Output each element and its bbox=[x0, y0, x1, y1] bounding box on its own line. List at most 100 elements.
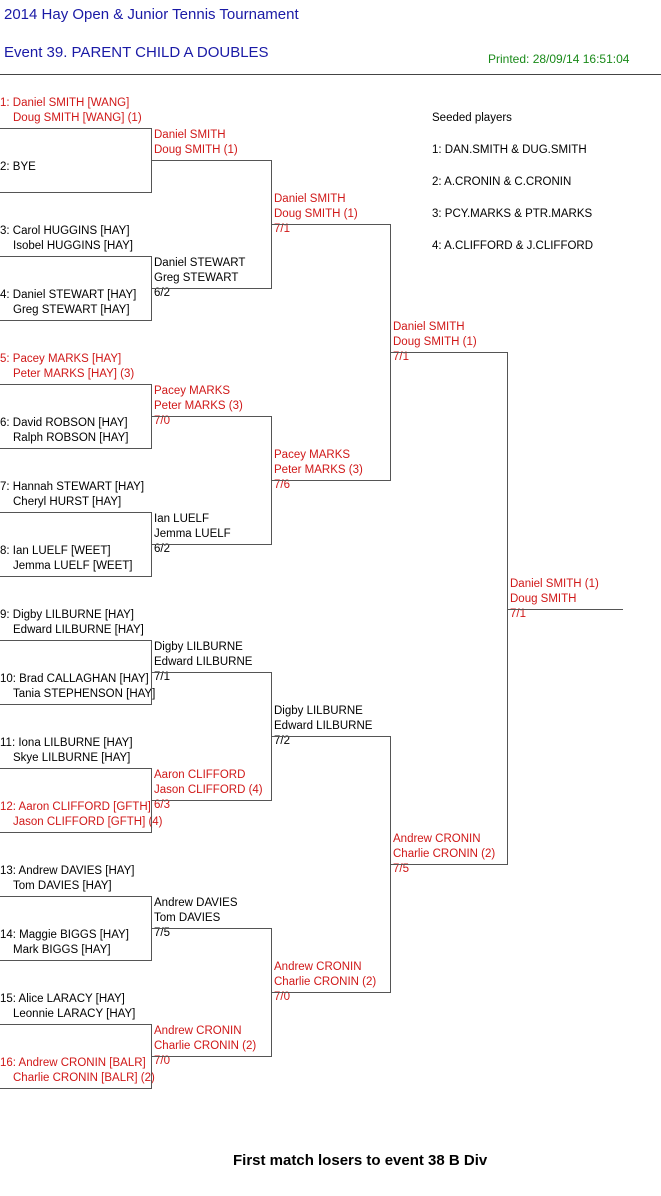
match-score: 7/0 bbox=[274, 991, 290, 1003]
partner-line: Greg STEWART [HAY] bbox=[13, 304, 130, 316]
winner-line: Digby LILBURNE bbox=[274, 705, 363, 717]
winner-line: Daniel STEWART bbox=[154, 257, 246, 269]
partner-line: Jemma LUELF [WEET] bbox=[13, 560, 133, 572]
winner-line: Pacey MARKS bbox=[154, 385, 231, 397]
bracket-line bbox=[271, 992, 390, 993]
winner-partner-line: Charlie CRONIN (2) bbox=[154, 1040, 257, 1052]
winner-partner-line: Doug SMITH (1) bbox=[154, 144, 238, 156]
winner-line: Digby LILBURNE bbox=[154, 641, 243, 653]
player-line: 6: David ROBSON [HAY] bbox=[0, 417, 128, 429]
winner-line: Daniel SMITH bbox=[154, 129, 226, 141]
match-score: 7/1 bbox=[510, 608, 526, 620]
winner-partner-line: Jemma LUELF bbox=[154, 528, 231, 540]
winner-partner-line: Greg STEWART bbox=[154, 272, 239, 284]
winner-line: Andrew CRONIN bbox=[154, 1025, 242, 1037]
winner-partner-line: Doug SMITH (1) bbox=[393, 336, 477, 348]
winner-partner-line: Charlie CRONIN (2) bbox=[393, 848, 496, 860]
bracket-connector bbox=[507, 352, 508, 865]
winner-line: Daniel SMITH bbox=[393, 321, 465, 333]
match-score: 7/5 bbox=[393, 863, 409, 875]
bracket-line bbox=[151, 288, 271, 289]
player-line: 13: Andrew DAVIES [HAY] bbox=[0, 865, 135, 877]
bracket-line bbox=[151, 544, 271, 545]
winner-line: Pacey MARKS bbox=[274, 449, 351, 461]
player-line: 15: Alice LARACY [HAY] bbox=[0, 993, 125, 1005]
player-line: 8: Ian LUELF [WEET] bbox=[0, 545, 111, 557]
player-line: 11: Iona LILBURNE [HAY] bbox=[0, 737, 133, 749]
printed-timestamp: Printed: 28/09/14 16:51:04 bbox=[488, 52, 630, 66]
partner-line: Skye LILBURNE [HAY] bbox=[13, 752, 131, 764]
partner-line: Charlie CRONIN [BALR] (2) bbox=[13, 1072, 155, 1084]
winner-partner-line: Edward LILBURNE bbox=[154, 656, 253, 668]
winner-line: Ian LUELF bbox=[154, 513, 209, 525]
match-score: 7/1 bbox=[154, 671, 170, 683]
bracket-line bbox=[0, 832, 151, 833]
player-line: 12: Aaron CLIFFORD [GFTH] bbox=[0, 801, 151, 813]
bracket-line bbox=[507, 609, 623, 610]
bracket-line bbox=[151, 416, 271, 417]
bracket-line bbox=[0, 384, 151, 385]
seeded-player: 4: A.CLIFFORD & J.CLIFFORD bbox=[432, 240, 594, 252]
bracket-line bbox=[271, 224, 390, 225]
match-score: 7/1 bbox=[393, 351, 409, 363]
bracket-line bbox=[0, 896, 151, 897]
bracket-line bbox=[0, 1024, 151, 1025]
winner-partner-line: Doug SMITH bbox=[510, 593, 577, 605]
bracket-line bbox=[271, 480, 390, 481]
match-score: 7/0 bbox=[154, 415, 170, 427]
bracket-line bbox=[151, 928, 271, 929]
seeded-player: 2: A.CRONIN & C.CRONIN bbox=[432, 176, 572, 188]
seeded-player: 1: DAN.SMITH & DUG.SMITH bbox=[432, 144, 587, 156]
winner-partner-line: Tom DAVIES bbox=[154, 912, 221, 924]
match-score: 7/6 bbox=[274, 479, 290, 491]
bracket-line bbox=[0, 448, 151, 449]
winner-partner-line: Doug SMITH (1) bbox=[274, 208, 358, 220]
bracket-line bbox=[0, 256, 151, 257]
player-line: 16: Andrew CRONIN [BALR] bbox=[0, 1057, 146, 1069]
winner-line: Andrew CRONIN bbox=[274, 961, 362, 973]
player-line: 10: Brad CALLAGHAN [HAY] bbox=[0, 673, 149, 685]
partner-line: Peter MARKS [HAY] (3) bbox=[13, 368, 135, 380]
player-line: 3: Carol HUGGINS [HAY] bbox=[0, 225, 130, 237]
player-line: 9: Digby LILBURNE [HAY] bbox=[0, 609, 135, 621]
footer-note: First match losers to event 38 B Div bbox=[233, 1152, 488, 1169]
winner-partner-line: Jason CLIFFORD (4) bbox=[154, 784, 263, 796]
bracket-line bbox=[0, 960, 151, 961]
match-score: 7/2 bbox=[274, 735, 290, 747]
bracket-line bbox=[151, 160, 271, 161]
partner-line: Leonnie LARACY [HAY] bbox=[13, 1008, 136, 1020]
partner-line: Jason CLIFFORD [GFTH] (4) bbox=[13, 816, 163, 828]
event-title: Event 39. PARENT CHILD A DOUBLES bbox=[4, 44, 269, 61]
match-score: 6/2 bbox=[154, 543, 170, 555]
player-line: 4: Daniel STEWART [HAY] bbox=[0, 289, 137, 301]
bracket-line bbox=[0, 768, 151, 769]
partner-line: Ralph ROBSON [HAY] bbox=[13, 432, 129, 444]
partner-line: Tom DAVIES [HAY] bbox=[13, 880, 112, 892]
winner-partner-line: Peter MARKS (3) bbox=[154, 400, 243, 412]
partner-line: Edward LILBURNE [HAY] bbox=[13, 624, 144, 636]
winner-line: Andrew DAVIES bbox=[154, 897, 238, 909]
match-score: 6/3 bbox=[154, 799, 170, 811]
winner-line: Daniel SMITH (1) bbox=[510, 578, 599, 590]
partner-line: Cheryl HURST [HAY] bbox=[13, 496, 122, 508]
match-score: 7/5 bbox=[154, 927, 170, 939]
player-line: 7: Hannah STEWART [HAY] bbox=[0, 481, 145, 493]
player-line: 1: Daniel SMITH [WANG] bbox=[0, 97, 130, 109]
bracket-line bbox=[271, 736, 390, 737]
winner-line: Aaron CLIFFORD bbox=[154, 769, 246, 781]
winner-line: Andrew CRONIN bbox=[393, 833, 481, 845]
bracket-line bbox=[0, 640, 151, 641]
bracket-line bbox=[0, 1088, 151, 1089]
bracket-line bbox=[151, 800, 271, 801]
bracket-line bbox=[0, 512, 151, 513]
player-line: 14: Maggie BIGGS [HAY] bbox=[0, 929, 129, 941]
partner-line: Tania STEPHENSON [HAY] bbox=[13, 688, 156, 700]
player-line: 2: BYE bbox=[0, 161, 36, 173]
player-line: 5: Pacey MARKS [HAY] bbox=[0, 353, 122, 365]
header-divider bbox=[0, 74, 661, 75]
bracket-line bbox=[390, 864, 507, 865]
bracket-line bbox=[151, 672, 271, 673]
winner-partner-line: Peter MARKS (3) bbox=[274, 464, 363, 476]
bracket-line bbox=[0, 704, 151, 705]
